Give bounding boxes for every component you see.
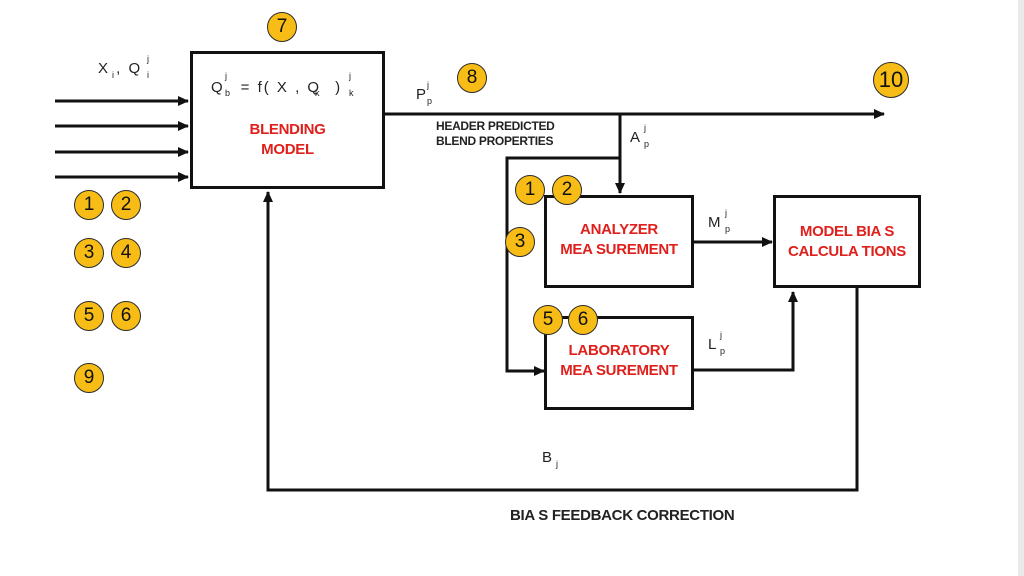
bias-feedback-arrow [263, 191, 859, 492]
feedback-label: B j [542, 449, 558, 469]
badge-left-5: 5 [74, 301, 104, 331]
laboratory-feed-arrow [505, 156, 620, 376]
analyzer-title: ANALYZER MEA SUREMENT [560, 221, 678, 258]
analyzer-input-label: A j p [630, 123, 650, 149]
analyzer-output-label: M j p [708, 208, 731, 234]
badge-left-6: 6 [111, 301, 141, 331]
laboratory-measurement-box: LABORATORY MEA SUREMENT [544, 316, 694, 410]
blending-equation: Q= f( X , Q) j b k j k [211, 71, 354, 98]
model-bias-title: MODEL BIA S CALCULA TIONS [787, 223, 907, 260]
lab-output-arrow [693, 291, 798, 372]
badge-left-9: 9 [74, 363, 104, 393]
header-label: P j p [416, 80, 433, 106]
right-edge-band [1018, 0, 1024, 576]
blending-model-box: Q= f( X , Q) j b k j k BLENDING MODEL [190, 51, 385, 189]
badge-10: 10 [873, 62, 909, 98]
lab-output-label: L j p [708, 330, 726, 356]
badge-lab-6: 6 [568, 305, 598, 335]
analyzer-measurement-box: ANALYZER MEA SUREMENT [544, 195, 694, 288]
laboratory-title: LABORATORY MEA SUREMENT [560, 342, 678, 379]
feedback-caption: BIA S FEEDBACK CORRECTION [510, 507, 735, 524]
badge-left-3: 3 [74, 238, 104, 268]
inputs-label: X , Q i j i [98, 54, 149, 80]
badge-analyzer-3: 3 [505, 227, 535, 257]
badge-left-2: 2 [111, 190, 141, 220]
badge-analyzer-1: 1 [515, 175, 545, 205]
badge-lab-5: 5 [533, 305, 563, 335]
badge-8: 8 [457, 63, 487, 93]
model-bias-box: MODEL BIA S CALCULA TIONS [773, 195, 921, 288]
blending-model-title: BLENDING MODEL [249, 121, 326, 158]
badge-left-1: 1 [74, 190, 104, 220]
badge-7: 7 [267, 12, 297, 42]
header-caption: HEADER PREDICTED BLEND PROPERTIES [436, 119, 555, 148]
badge-analyzer-2: 2 [552, 175, 582, 205]
badge-left-4: 4 [111, 238, 141, 268]
